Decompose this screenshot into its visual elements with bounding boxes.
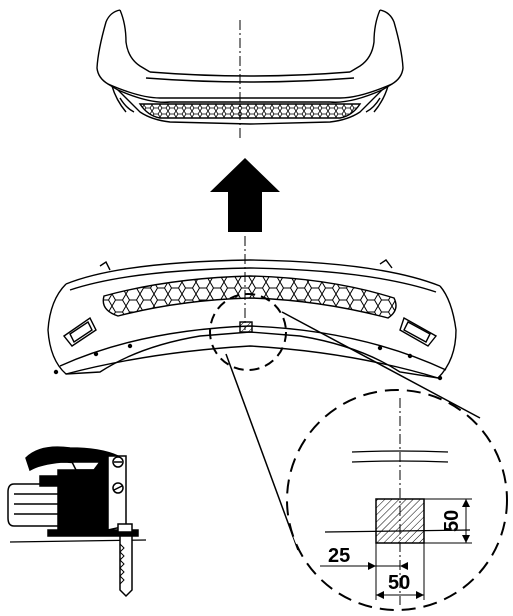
jigsaw-icon [7, 446, 147, 598]
detail-source-circle [209, 293, 287, 371]
bumper-front-view-icon [47, 259, 457, 381]
leader-line-left [225, 353, 299, 551]
magnified-detail-circle [286, 389, 508, 611]
dim-width-label: 50 [388, 572, 410, 594]
leader-line-right [281, 311, 481, 419]
bumper-rear-view-icon [96, 9, 404, 125]
cutout-rectangle [375, 498, 425, 544]
dim-offset-label: 25 [328, 545, 350, 567]
up-arrow-icon [210, 158, 280, 232]
dim-height-label: 50 [441, 510, 463, 532]
